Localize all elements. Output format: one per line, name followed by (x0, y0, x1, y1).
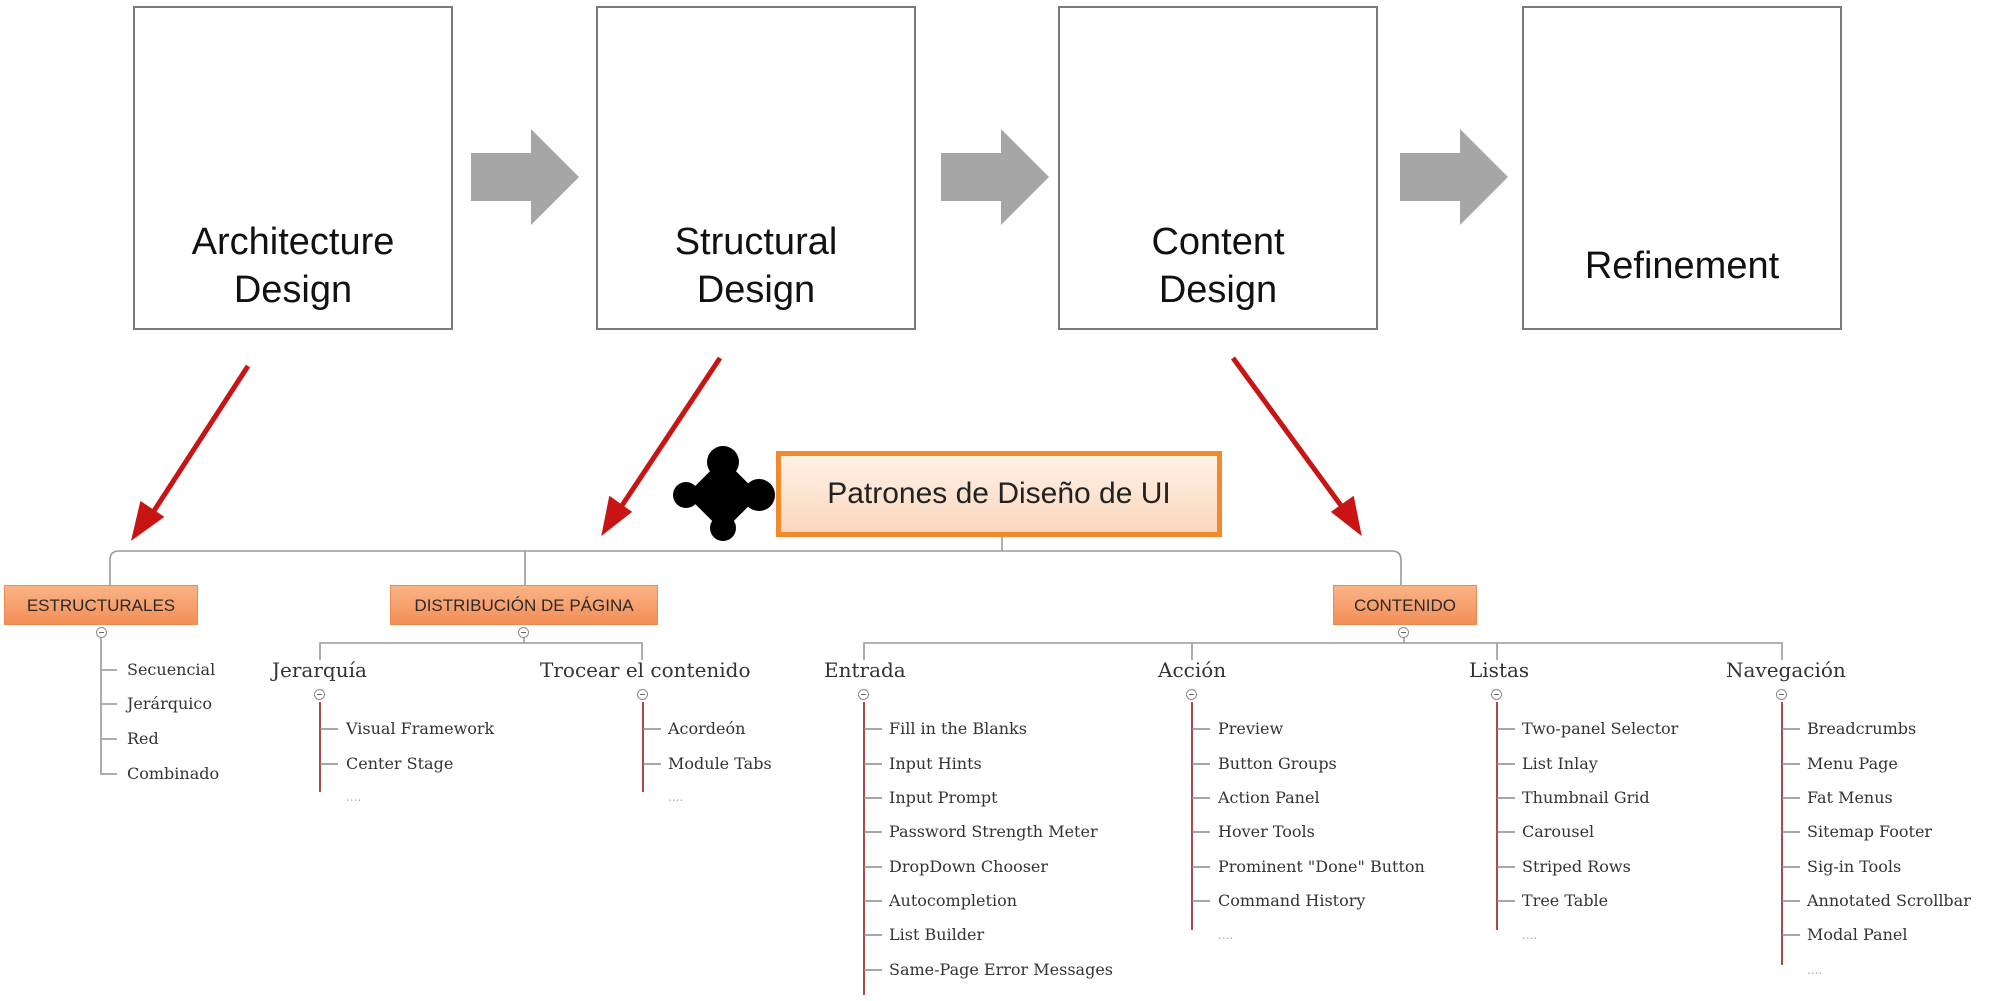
collapse-toggle-jerarquia[interactable] (314, 689, 325, 700)
category-estructurales: ESTRUCTURALES (4, 585, 198, 625)
collapse-toggle-distribucion[interactable] (518, 627, 529, 638)
leaf-acordeon: Acordeón (668, 719, 746, 738)
group-trocear: Trocear el contenido (540, 658, 751, 682)
leaf-breadcrumbs: Breadcrumbs (1807, 719, 1917, 738)
leaf-password-strength-meter: Password Strength Meter (889, 822, 1098, 841)
leaf-combinado: Combinado (127, 764, 220, 783)
leaf-action-panel: Action Panel (1218, 788, 1320, 807)
stage-content-label: Content Design (1151, 221, 1285, 311)
leaf-annotated-scrollbar: Annotated Scrollbar (1807, 891, 1971, 910)
leaf-navegacion-more: .... (1807, 963, 1823, 977)
leaf-menu-page: Menu Page (1807, 754, 1898, 773)
leaf-dropdown-chooser: DropDown Chooser (889, 857, 1049, 876)
leaf-red: Red (127, 729, 159, 748)
stage-content-design: Content Design (1058, 6, 1378, 330)
leaf-input-prompt: Input Prompt (889, 788, 998, 807)
leaf-list-builder: List Builder (889, 925, 985, 944)
group-accion: Acción (1158, 658, 1227, 682)
stage-to-pattern-arrows (131, 356, 1362, 541)
collapse-toggle-accion[interactable] (1186, 689, 1197, 700)
leaf-sig-in-tools: Sig-in Tools (1807, 857, 1902, 876)
leaf-tree-table: Tree Table (1522, 891, 1609, 910)
puzzle-piece-icon (673, 446, 775, 541)
leaf-accion-more: .... (1218, 928, 1234, 942)
leaf-autocompletion: Autocompletion (889, 891, 1017, 910)
flow-arrow-3-icon (1400, 129, 1508, 225)
collapse-toggle-estructurales[interactable] (96, 627, 107, 638)
stage-structural-design: Structural Design (596, 6, 916, 330)
leaf-prominent-done-button: Prominent "Done" Button (1218, 857, 1425, 876)
leaf-thumbnail-grid: Thumbnail Grid (1522, 788, 1650, 807)
leaf-secuencial: Secuencial (127, 660, 216, 679)
stage-architecture-label: Architecture Design (191, 221, 395, 311)
group-jerarquia: Jerarquía (272, 658, 367, 682)
stage-refinement-label: Refinement (1584, 245, 1780, 287)
group-entrada: Entrada (824, 658, 906, 682)
collapse-toggle-listas[interactable] (1491, 689, 1502, 700)
leaf-fat-menus: Fat Menus (1807, 788, 1893, 807)
leaf-fill-in-the-blanks: Fill in the Blanks (889, 719, 1027, 738)
leaf-center-stage: Center Stage (346, 754, 454, 773)
root-label: Patrones de Diseño de UI (827, 477, 1171, 510)
leaf-hover-tools: Hover Tools (1218, 822, 1315, 841)
category-contenido: CONTENIDO (1333, 585, 1477, 625)
leaf-carousel: Carousel (1522, 822, 1595, 841)
leaf-trocear-more: .... (668, 790, 684, 804)
mindmap-root-node: Patrones de Diseño de UI (776, 451, 1222, 537)
leaf-listas-more: .... (1522, 928, 1538, 942)
leaf-jerarquico: Jerárquico (127, 694, 212, 713)
leaf-two-panel-selector: Two-panel Selector (1522, 719, 1679, 738)
mindmap-connectors (100, 537, 1800, 995)
stage-architecture-design: Architecture Design (133, 6, 453, 330)
leaf-jerarquia-more: .... (346, 790, 362, 804)
collapse-toggle-entrada[interactable] (858, 689, 869, 700)
stage-structural-label: Structural Design (674, 221, 838, 311)
collapse-toggle-navegacion[interactable] (1776, 689, 1787, 700)
leaf-preview: Preview (1218, 719, 1284, 738)
leaf-visual-framework: Visual Framework (346, 719, 495, 738)
leaf-striped-rows: Striped Rows (1522, 857, 1631, 876)
flow-arrow-2-icon (941, 129, 1049, 225)
leaf-sitemap-footer: Sitemap Footer (1807, 822, 1933, 841)
leaf-input-hints: Input Hints (889, 754, 982, 773)
category-distribucion: DISTRIBUCIÓN DE PÁGINA (390, 585, 658, 625)
leaf-button-groups: Button Groups (1218, 754, 1337, 773)
group-listas: Listas (1469, 658, 1530, 682)
collapse-toggle-contenido[interactable] (1398, 627, 1409, 638)
leaf-list-inlay: List Inlay (1522, 754, 1598, 773)
group-navegacion: Navegación (1726, 658, 1846, 682)
leaf-command-history: Command History (1218, 891, 1366, 910)
stage-refinement: Refinement (1522, 6, 1842, 330)
leaf-modal-panel: Modal Panel (1807, 925, 1908, 944)
collapse-toggle-trocear[interactable] (637, 689, 648, 700)
leaf-same-page-error-messages: Same-Page Error Messages (889, 960, 1114, 979)
flow-arrow-1-icon (471, 129, 579, 225)
leaf-module-tabs: Module Tabs (668, 754, 772, 773)
